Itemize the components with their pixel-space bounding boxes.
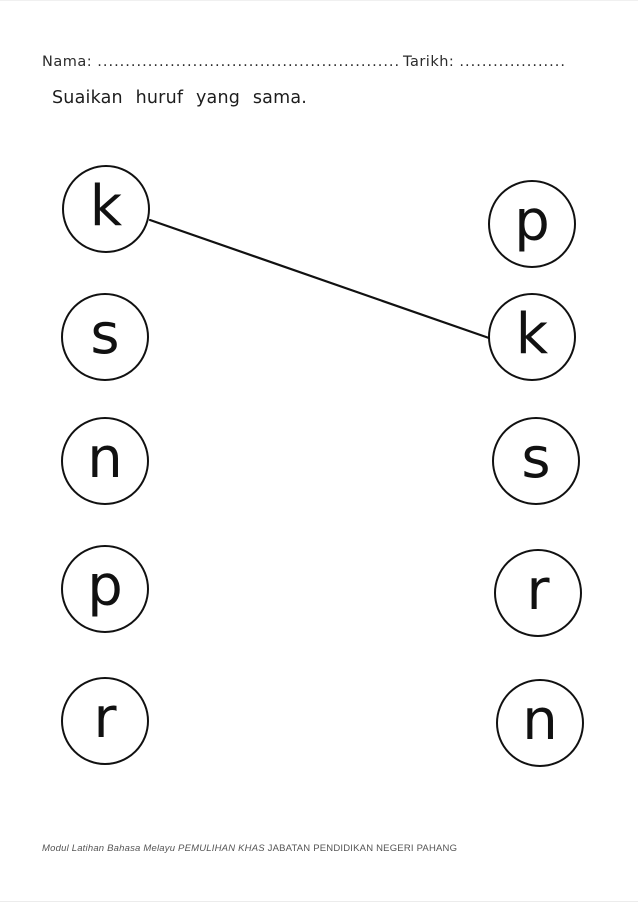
instruction-text: Suaikan huruf yang sama. (52, 88, 308, 108)
letter-circle-left-r[interactable]: r (61, 677, 149, 765)
nama-dotted-line: ........................................… (97, 54, 401, 70)
match-line-k-to-k (148, 218, 491, 340)
footer-department: JABATAN PENDIDIKAN NEGERI PAHANG (264, 843, 458, 854)
letter-text: p (87, 554, 123, 619)
tarikh-field: Tarikh: ................... (403, 54, 566, 70)
letter-circle-right-k[interactable]: k (488, 293, 576, 381)
letter-circle-right-p[interactable]: p (488, 180, 576, 268)
letter-circle-right-r[interactable]: r (494, 549, 582, 637)
nama-label: Nama: (42, 54, 93, 70)
letter-circle-left-s[interactable]: s (61, 293, 149, 381)
letter-text: r (526, 558, 550, 623)
letter-text: k (89, 174, 123, 239)
letter-text: s (90, 302, 120, 367)
letter-circle-left-p[interactable]: p (61, 545, 149, 633)
letter-circle-left-k[interactable]: k (62, 165, 150, 253)
letter-circle-left-n[interactable]: n (61, 417, 149, 505)
footer-module-title: Modul Latihan Bahasa Melayu PEMULIHAN KH… (42, 843, 265, 854)
letter-text: n (87, 426, 123, 491)
tarikh-dotted-line: ................... (459, 54, 566, 70)
letter-circle-right-n[interactable]: n (496, 679, 584, 767)
letter-text: p (514, 189, 550, 254)
letter-text: k (515, 302, 549, 367)
letter-circle-right-s[interactable]: s (492, 417, 580, 505)
letter-text: s (521, 426, 551, 491)
footer-credit: Modul Latihan Bahasa Melayu PEMULIHAN KH… (42, 843, 457, 854)
tarikh-label: Tarikh: (403, 54, 455, 70)
nama-field: Nama: ..................................… (42, 54, 400, 70)
letter-text: n (522, 688, 558, 753)
letter-text: r (93, 686, 117, 751)
